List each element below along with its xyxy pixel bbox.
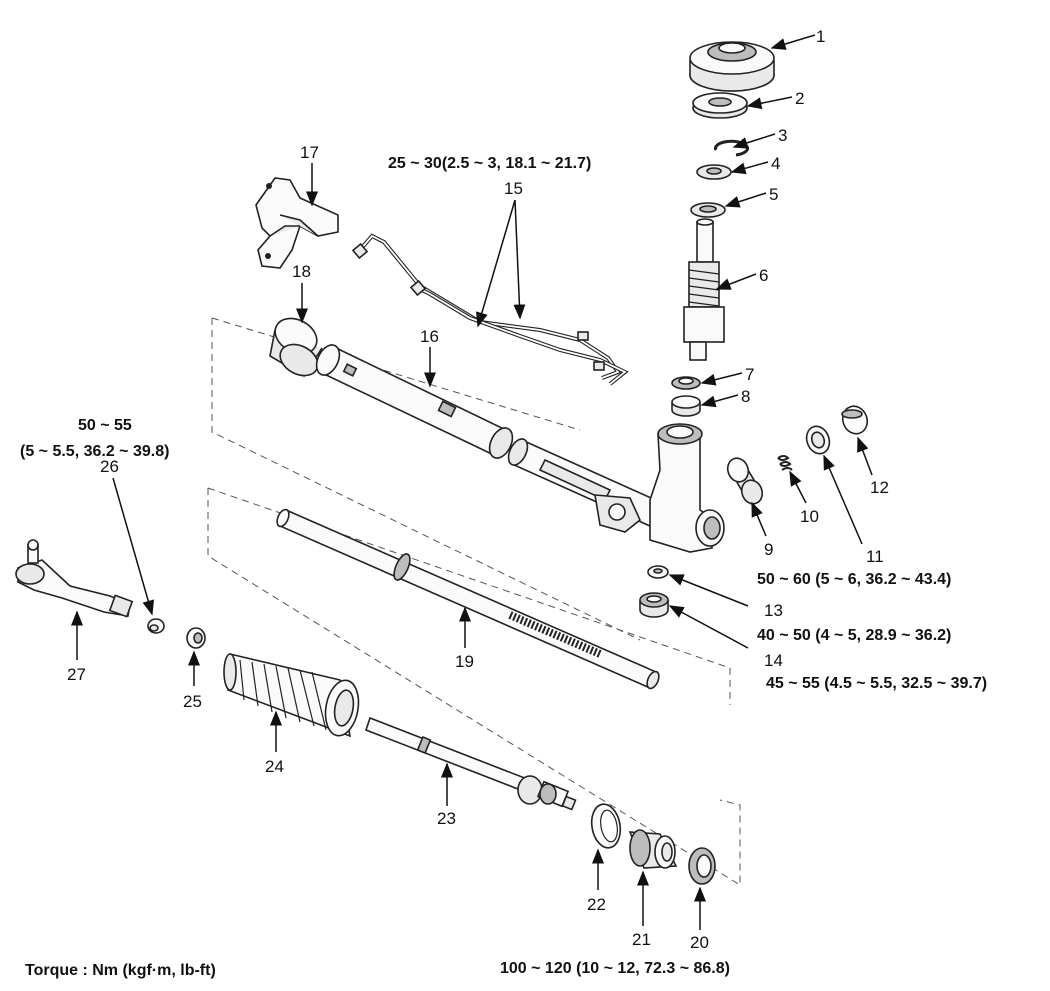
torque-spec-13: 40 ~ 50 (4 ~ 5, 28.9 ~ 36.2) — [757, 627, 951, 644]
arrow-icon — [857, 436, 873, 476]
part-20-oil-seal — [688, 847, 716, 885]
callout-6: 6 — [759, 266, 768, 285]
callout-27: 27 — [67, 665, 86, 684]
callout-17: 17 — [300, 143, 319, 162]
part-24-bellows-boot — [223, 653, 360, 738]
part-21-rack-housing-nut — [628, 829, 678, 869]
torque-spec-26-line2: (5 ~ 5.5, 36.2 ~ 39.8) — [20, 443, 169, 460]
arrow-icon — [112, 477, 155, 616]
callout-19: 19 — [455, 652, 474, 671]
arrow-icon — [668, 574, 749, 607]
arrow-icon — [751, 501, 767, 537]
callout-11: 11 — [866, 547, 884, 566]
part-23-inner-tie-rod — [365, 716, 577, 811]
arrow-icon — [700, 372, 743, 386]
part-5-bearing — [690, 202, 726, 218]
callout-13: 13 — [764, 601, 783, 620]
part-27-tie-rod-end — [15, 539, 134, 618]
part-13-nut — [647, 565, 669, 579]
part-17-bracket — [255, 177, 339, 269]
callout-23: 23 — [437, 809, 456, 828]
torque-spec-21: 100 ~ 120 (10 ~ 12, 72.3 ~ 86.8) — [500, 960, 730, 977]
part-16-cylinder-tube — [315, 344, 514, 459]
torque-spec-15: 25 ~ 30(2.5 ~ 3, 18.1 ~ 21.7) — [388, 155, 591, 172]
arrow-icon — [513, 199, 526, 320]
callout-26: 26 — [100, 457, 119, 476]
callout-7: 7 — [745, 365, 754, 384]
callout-8: 8 — [741, 387, 750, 406]
callout-24: 24 — [265, 757, 284, 776]
callout-18: 18 — [292, 262, 311, 281]
callout-16: 16 — [420, 327, 439, 346]
arrow-icon — [476, 199, 516, 328]
part-8-bush — [671, 395, 701, 417]
torque-spec-26-line1: 50 ~ 55 — [78, 417, 132, 434]
callout-15: 15 — [504, 179, 523, 198]
part-11-yoke-plug — [805, 425, 831, 455]
callout-3: 3 — [778, 126, 787, 145]
arrow-icon — [746, 96, 793, 110]
part-26-lock-nut — [147, 618, 165, 634]
part-3-snap-ring — [714, 139, 749, 157]
callout-5: 5 — [769, 185, 778, 204]
callout-10: 10 — [800, 507, 819, 526]
callout-2: 2 — [795, 89, 804, 108]
leader-lines — [71, 34, 873, 930]
callout-14: 14 — [764, 651, 783, 670]
torque-spec-14: 45 ~ 55 (4.5 ~ 5.5, 32.5 ~ 39.7) — [766, 675, 987, 692]
part-15-feed-pipes — [351, 233, 629, 386]
arrow-icon — [668, 605, 749, 649]
callout-numbers: 1 2 3 4 5 6 7 8 9 10 11 12 13 14 15 16 1… — [67, 27, 889, 952]
arrow-icon — [770, 34, 816, 50]
part-22-clamp — [590, 803, 622, 849]
torque-units-note: Torque : Nm (kgf·m, lb-ft) — [25, 962, 216, 979]
arrow-icon — [715, 273, 757, 290]
callout-4: 4 — [771, 154, 780, 173]
part-4-washer — [696, 164, 732, 180]
part-7-oil-seal — [671, 376, 701, 390]
arrow-icon — [730, 161, 769, 175]
arrow-icon — [724, 192, 767, 208]
part-6-pinion — [683, 218, 725, 361]
callout-22: 22 — [587, 895, 606, 914]
arrow-icon — [732, 133, 776, 149]
callout-21: 21 — [632, 930, 651, 949]
part-14-plug — [639, 592, 669, 618]
part-18-mounting-bush — [269, 317, 323, 378]
part-1-dust-cover — [689, 41, 775, 92]
part-10-spring — [777, 455, 793, 471]
part-2-plate — [692, 92, 748, 119]
part-19-rack — [276, 508, 660, 690]
part-9-yoke — [726, 457, 764, 505]
callout-12: 12 — [870, 478, 889, 497]
part-12-lock-nut — [841, 405, 869, 435]
callout-9: 9 — [764, 540, 773, 559]
arrow-icon — [789, 470, 807, 504]
torque-specs: 25 ~ 30(2.5 ~ 3, 18.1 ~ 21.7) 50 ~ 55 (5… — [20, 155, 987, 979]
callout-1: 1 — [816, 27, 825, 46]
gear-housing — [507, 423, 725, 553]
arrow-icon — [823, 454, 863, 545]
callout-25: 25 — [183, 692, 202, 711]
callout-20: 20 — [690, 933, 709, 952]
arrow-icon — [700, 394, 739, 408]
torque-spec-11: 50 ~ 60 (5 ~ 6, 36.2 ~ 43.4) — [757, 571, 951, 588]
part-25-clip — [186, 627, 206, 649]
